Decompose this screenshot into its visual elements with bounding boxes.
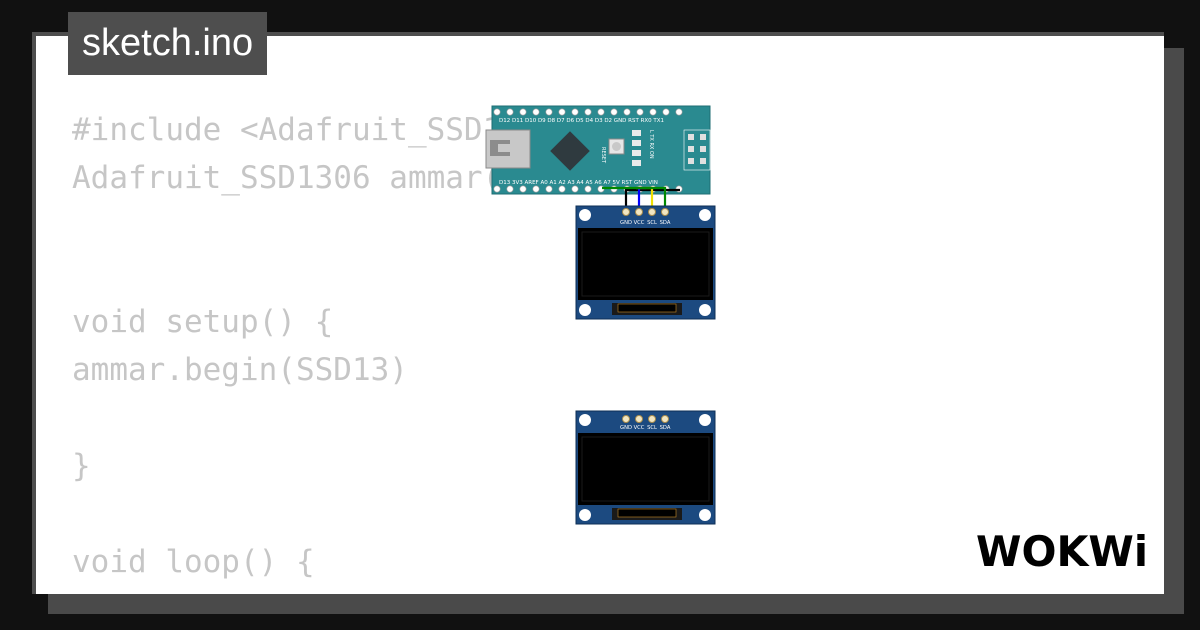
led-l [632,130,641,136]
pin-label: SDA [660,220,671,226]
mount-hole [699,209,711,221]
pin-vcc[interactable] [635,208,643,216]
mount-hole [699,509,711,521]
pin-vcc[interactable] [635,415,643,423]
header-pin[interactable] [571,185,579,193]
mount-hole [699,304,711,316]
mcu-chip [550,131,590,171]
pin-label: SCL [647,220,657,226]
header-pin[interactable] [610,108,618,116]
code-line: void setup() { [72,304,334,340]
code-line: } [72,448,91,484]
mount-hole [579,509,591,521]
code-line: ammar.clearDisplay(); ammar.setCursor(0,… [72,586,930,594]
header-pin[interactable] [493,185,501,193]
top-pin-header [493,108,683,116]
mount-hole [579,209,591,221]
wire-sda[interactable] [602,186,667,212]
header-pin[interactable] [545,108,553,116]
pin-label: VCC [634,220,645,226]
wokwi-logo[interactable]: WOKWi [976,528,1152,574]
header-pin[interactable] [545,185,553,193]
header-pin[interactable] [662,108,670,116]
header-pin[interactable] [584,185,592,193]
led-on [632,160,641,166]
pin-label: SDA [660,425,671,431]
header-pin[interactable] [623,108,631,116]
code-line: void loop() { [72,544,315,580]
pin-scl[interactable] [648,415,656,423]
oled-display-2[interactable]: GND VCC SCL SDA [575,410,716,525]
header-pin[interactable] [532,185,540,193]
reset-label: RESET [600,147,606,164]
pin-scl[interactable] [648,208,656,216]
wires[interactable] [602,186,680,212]
pin-label: GND [620,425,632,431]
header-pin[interactable] [506,108,514,116]
header-pin[interactable] [558,185,566,193]
led-labels: L TX RX ON [648,130,654,159]
wire-gnd[interactable] [624,188,680,212]
icsp-header [683,129,711,171]
header-pin[interactable] [558,108,566,116]
header-pin[interactable] [532,108,540,116]
mount-hole [579,414,591,426]
usb-port-icon [490,140,510,156]
mount-hole [579,304,591,316]
oled-display-1[interactable]: GND VCC SCL SDA [575,205,716,320]
oled-screen-bezel [581,436,710,502]
pin-label: SCL [647,425,657,431]
pin-sda[interactable] [661,208,669,216]
mount-hole [699,414,711,426]
oled-screen [578,433,713,505]
code-line: ammar.begin(SSD13) [72,352,408,388]
flex-cable-strip [617,508,677,518]
reset-button-cap-icon [612,142,621,151]
flex-cable-strip [617,303,677,313]
oled-screen [578,228,713,300]
icsp-pins [688,134,706,164]
pin-gnd[interactable] [622,415,630,423]
header-pin[interactable] [597,108,605,116]
top-pin-labels: D12 D11 D10 D9 D8 D7 D6 D5 D4 D3 D2 GND … [499,118,664,124]
header-pin[interactable] [675,108,683,116]
header-pin[interactable] [519,185,527,193]
bottom-pin-labels: D13 3V3 AREF A0 A1 A2 A3 A4 A5 A6 A7 5V … [499,180,658,186]
header-pin[interactable] [636,108,644,116]
pin-label: VCC [634,425,645,431]
pin-sda[interactable] [661,415,669,423]
led-tx [632,140,641,146]
pin-label: GND [620,220,632,226]
header-pin[interactable] [493,108,501,116]
file-tab[interactable]: sketch.ino [68,12,268,75]
arduino-nano[interactable]: RESET L TX RX ON D12 D11 D10 D9 D8 D7 D6… [485,105,711,195]
oled-screen-bezel [581,231,710,297]
header-pin[interactable] [649,108,657,116]
header-pin[interactable] [584,108,592,116]
header-pin[interactable] [519,108,527,116]
header-pin[interactable] [506,185,514,193]
pin-gnd[interactable] [622,208,630,216]
header-pin[interactable] [571,108,579,116]
wokwi-logo-text: WOKWi [976,528,1148,574]
led-rx [632,150,641,156]
